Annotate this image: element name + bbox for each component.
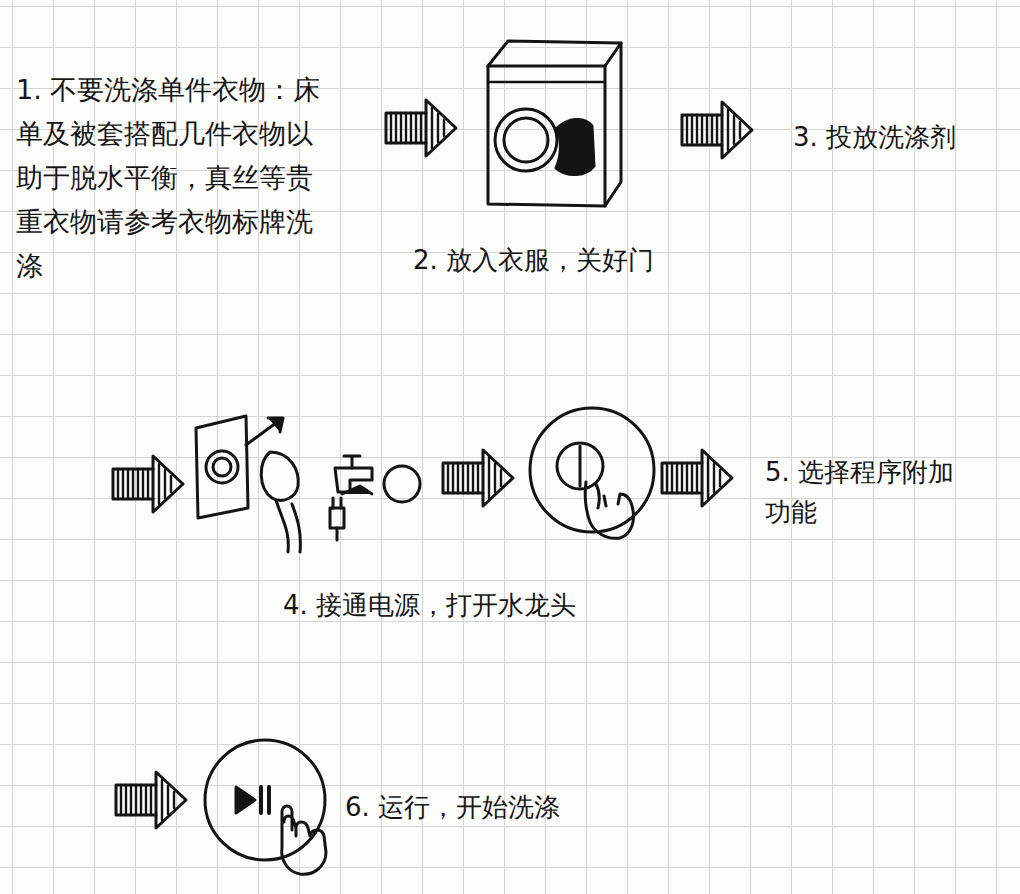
- block-arrow: [662, 450, 732, 506]
- step-caption: 4. 接通电源，打开水龙头: [283, 588, 576, 622]
- step-caption: 6. 运行，开始洗涤: [345, 790, 560, 824]
- block-arrow: [682, 102, 752, 158]
- step-caption: 2. 放入衣服，关好门: [413, 243, 654, 277]
- step-caption: 5. 选择程序附加功能: [765, 452, 977, 532]
- block-arrow: [386, 100, 456, 156]
- block-arrow: [113, 456, 183, 512]
- step-caption: 3. 投放洗涤剂: [793, 120, 956, 154]
- washing-machine: [488, 41, 621, 206]
- power-and-faucet: [196, 416, 420, 552]
- block-arrow: [116, 772, 186, 828]
- block-arrow: [443, 450, 513, 506]
- program-dial: [530, 408, 654, 538]
- start-button: [205, 740, 326, 874]
- step-note: 1. 不要洗涤单件衣物：床单及被套搭配几件衣物以助于脱水平衡，真丝等贵重衣物请参…: [16, 68, 321, 288]
